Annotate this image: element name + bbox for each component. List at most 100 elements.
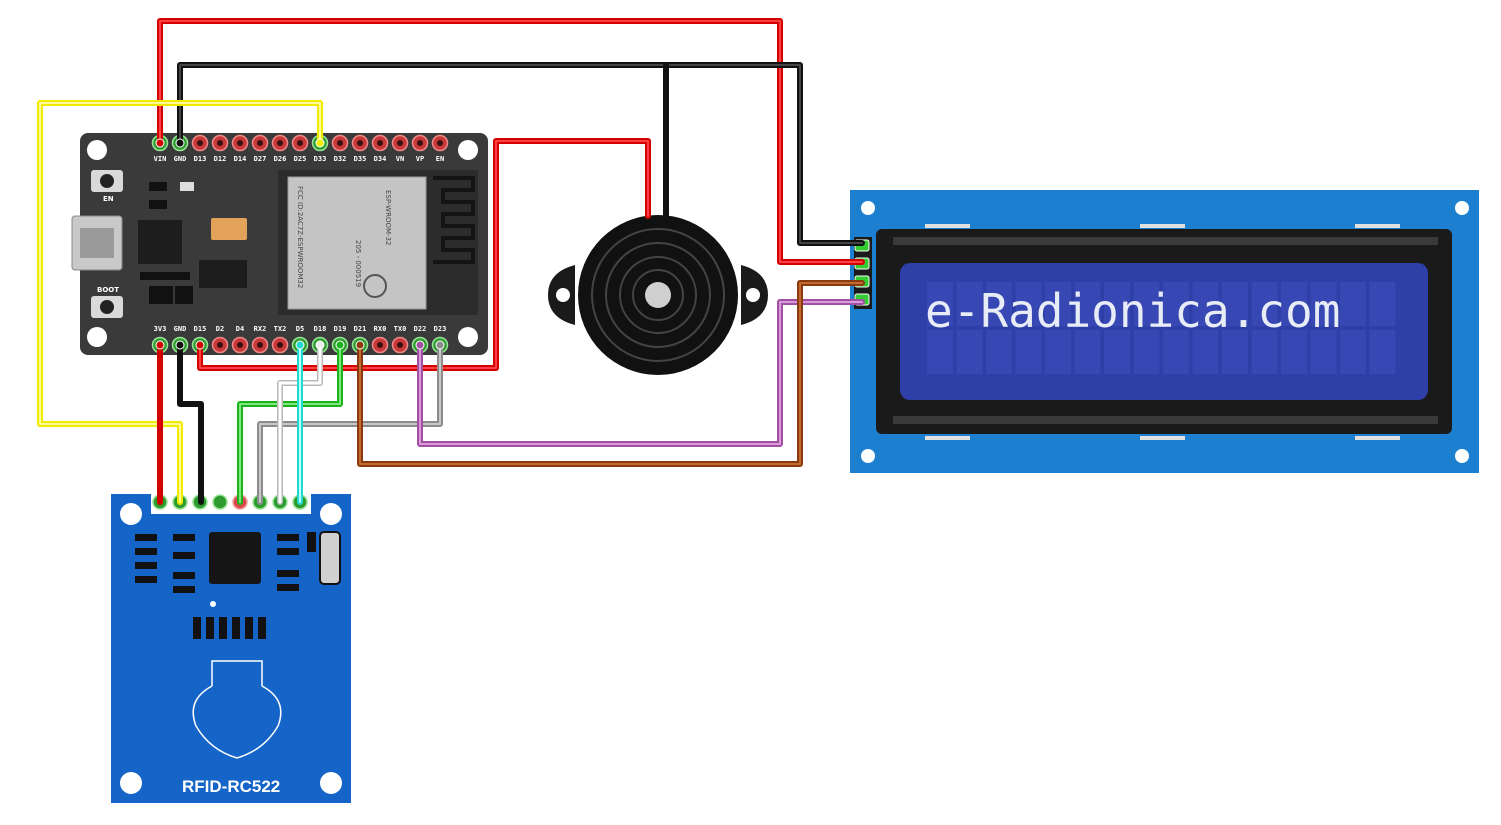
pin-hole bbox=[257, 342, 263, 348]
esp32-top-pin-label: D33 bbox=[314, 155, 327, 163]
wire-red-vin-lcd-hl bbox=[159, 20, 863, 263]
lcd-cell bbox=[1133, 282, 1160, 326]
module-fcc-label: FCC ID:2AC7Z-ESPWROOM32 bbox=[296, 186, 304, 288]
module-label: ESP-WROOM-32 bbox=[384, 190, 392, 245]
lcd-cell bbox=[1369, 282, 1396, 326]
esp32-top-pin-label: D26 bbox=[274, 155, 287, 163]
pin-hole bbox=[417, 140, 423, 146]
smd-component bbox=[149, 182, 167, 191]
pcb-antenna bbox=[433, 176, 475, 264]
smd-component bbox=[277, 584, 299, 591]
i2c-header-base bbox=[854, 237, 872, 309]
antenna-outline bbox=[261, 685, 282, 727]
lcd-cell bbox=[1340, 282, 1366, 326]
wire-endpoint bbox=[415, 340, 425, 350]
lcd-cell bbox=[986, 330, 1012, 374]
pin-hole bbox=[397, 342, 403, 348]
esp32-top-pin-label: D32 bbox=[334, 155, 347, 163]
lcd-bezel-strip bbox=[893, 416, 1438, 424]
wire-endpoint bbox=[175, 340, 185, 350]
lcd-tab bbox=[925, 436, 970, 440]
esp32-top-pin-label: D35 bbox=[354, 155, 367, 163]
wire-black-gnd-rfid bbox=[177, 342, 204, 505]
lcd-cell bbox=[1192, 282, 1219, 326]
buzzer-ring bbox=[632, 269, 684, 321]
usb-port-inner bbox=[80, 228, 114, 258]
smd-component bbox=[173, 534, 195, 541]
lcd-tab bbox=[1355, 224, 1400, 228]
wire-green-d19-miso-hl bbox=[239, 344, 341, 503]
pin-hole bbox=[277, 342, 283, 348]
lcd-cell bbox=[1015, 330, 1042, 374]
pin-hole bbox=[237, 140, 243, 146]
mount-hole bbox=[1455, 201, 1469, 215]
lcd-cell bbox=[1310, 330, 1337, 374]
mount-hole bbox=[87, 327, 107, 347]
boot-button-label: BOOT bbox=[97, 286, 119, 294]
pin-hole bbox=[197, 140, 203, 146]
mount-hole bbox=[320, 503, 342, 525]
pin-hole bbox=[377, 140, 383, 146]
lcd-tab bbox=[1355, 436, 1400, 440]
capacitor bbox=[211, 218, 247, 240]
antenna-outline bbox=[211, 660, 263, 686]
esp32-top-pin-label: D25 bbox=[294, 155, 307, 163]
lcd-cell bbox=[1074, 282, 1101, 326]
smd-component bbox=[135, 548, 157, 555]
buzzer-center bbox=[645, 282, 671, 308]
esp32-top-pin-label: D27 bbox=[254, 155, 267, 163]
lcd-cell bbox=[1104, 282, 1130, 326]
pin-hole bbox=[397, 140, 403, 146]
lcd-character-grid bbox=[927, 282, 1396, 374]
pin-hole bbox=[257, 140, 263, 146]
smd-component bbox=[307, 532, 316, 552]
wire-endpoint bbox=[155, 138, 165, 148]
en-button-cap bbox=[100, 174, 114, 188]
wroom-shield bbox=[287, 176, 427, 310]
module-serial-label: 205 - 000519 bbox=[354, 240, 362, 287]
esp32-top-pin-label: D13 bbox=[194, 155, 207, 163]
rfid-pin bbox=[212, 494, 228, 510]
pin-hole bbox=[377, 342, 383, 348]
lcd-cell bbox=[956, 330, 983, 374]
lcd-cell bbox=[1045, 282, 1071, 326]
lcd-cell bbox=[1163, 330, 1189, 374]
buzzer-ring bbox=[605, 242, 711, 348]
esp32-top-pin-label: D12 bbox=[214, 155, 227, 163]
pin-hole bbox=[437, 140, 443, 146]
pin-hole bbox=[277, 140, 283, 146]
smd-component bbox=[140, 272, 190, 280]
esp32-bottom-pin-label: D22 bbox=[414, 325, 427, 333]
lcd-cell bbox=[1074, 330, 1101, 374]
lcd-cell bbox=[927, 330, 953, 374]
antenna-outline bbox=[195, 725, 238, 759]
esp32-bottom-pin-label: D15 bbox=[194, 325, 207, 333]
esp32-top-pin-label: EN bbox=[436, 155, 444, 163]
buzzer-ring bbox=[591, 228, 725, 362]
en-button-label: EN bbox=[103, 195, 114, 203]
buzzer bbox=[548, 215, 768, 375]
smd-component bbox=[173, 572, 195, 579]
lcd-tab bbox=[1140, 436, 1185, 440]
wire-gray-d23-mosi-hl bbox=[259, 344, 441, 503]
pin-hole bbox=[297, 140, 303, 146]
esp32-bottom-pin-label: D5 bbox=[296, 325, 304, 333]
wire-endpoint bbox=[195, 340, 205, 350]
smd-component bbox=[206, 617, 214, 639]
wire-endpoint bbox=[335, 340, 345, 350]
esp32-bottom-pin-label: D4 bbox=[236, 325, 244, 333]
smd-component bbox=[277, 548, 299, 555]
smd-component bbox=[135, 534, 157, 541]
esp32-bottom-pin-label: 3V3 bbox=[154, 325, 167, 333]
wire-endpoint bbox=[355, 340, 365, 350]
antenna-outline bbox=[236, 725, 279, 759]
lcd-cell bbox=[927, 282, 953, 326]
lcd-cell bbox=[1369, 330, 1396, 374]
buzzer-hole bbox=[746, 288, 760, 302]
esp32-top-pin-label: GND bbox=[174, 155, 187, 163]
esp32-top-pin-label: VN bbox=[396, 155, 404, 163]
marker-dot bbox=[210, 601, 216, 607]
lcd-cell bbox=[1104, 330, 1130, 374]
